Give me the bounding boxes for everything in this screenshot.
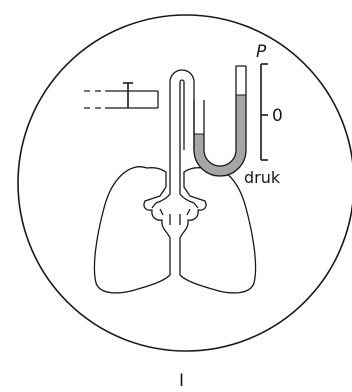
trachea-right-wall [180,175,194,203]
tube-left-wall [170,70,194,175]
u-tube [194,66,246,176]
lungs [94,167,255,293]
clamp [123,83,133,108]
panel-label: I [179,371,184,391]
outer-circle [18,15,352,351]
bronchi-branches [152,203,198,225]
pressure-word-label: druk [244,168,281,187]
tube-right-wall [180,80,184,175]
airway [152,175,198,225]
pressure-label: P [256,42,267,62]
manometer-fluid [194,95,246,176]
pressure-scale [261,64,268,160]
manometer-tubing [84,70,194,175]
zero-label: 0 [272,106,283,126]
trachea-left-wall [156,175,170,203]
side-arm [105,91,158,108]
left-lung [94,167,170,293]
side-arm-dashes [84,91,105,108]
